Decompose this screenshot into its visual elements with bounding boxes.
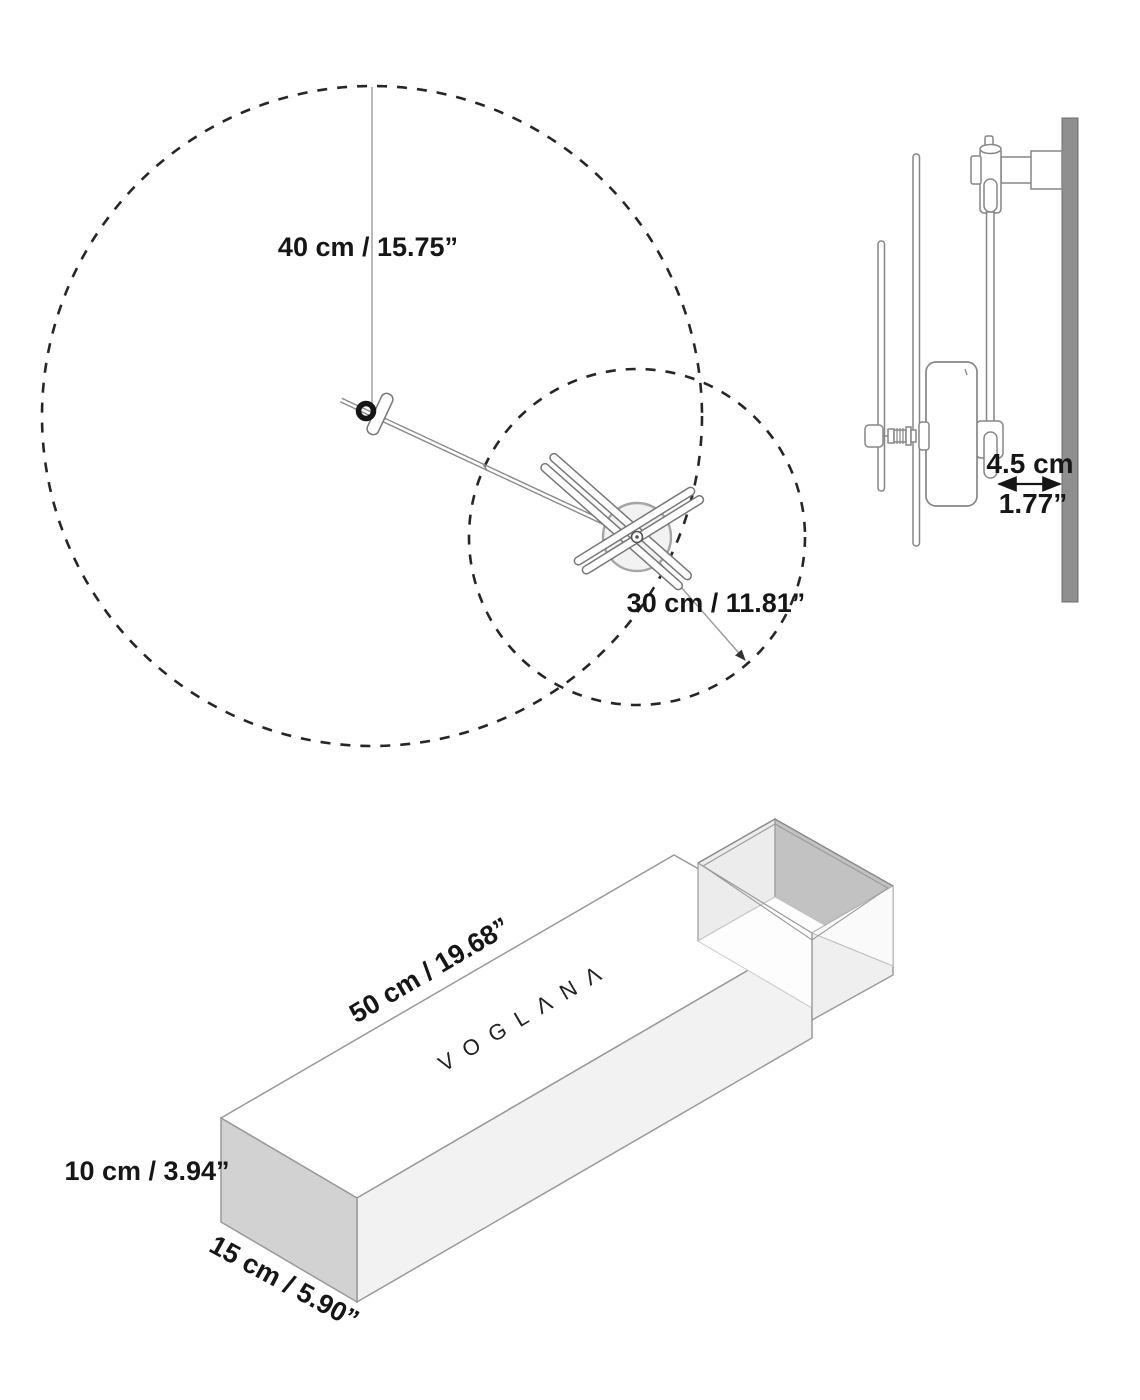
short-hand-edge [877,240,886,492]
depth-label-in: 1.77” [999,488,1068,519]
tray-outer-face-right-top [810,885,894,967]
mechanism-box [925,361,978,507]
wall [1061,117,1079,603]
large-sweep-circle [40,84,704,748]
hanger-rod [985,211,995,425]
tray-rim-front-edge [697,862,813,934]
depth-label-cm: 4.5 cm [986,448,1073,479]
packaging-box-view: 50 cm / 19.68” VOGLΛNΛ 10 cm / 3.94” 15 … [64,817,895,1335]
mechanism-mark [964,368,968,376]
box-tray [697,817,895,1022]
side-view-wall-mount: 4.5 cm 1.77” [864,117,1079,603]
small-sweep-circle [467,367,807,707]
mount-bracket [970,135,1063,214]
tray-rim-outer [697,818,894,887]
pointer-rod [339,397,639,541]
pivot-ring [355,400,377,422]
radius-small-label: 30 cm / 11.81” [627,588,806,618]
box-height-label: 10 cm / 3.94” [64,1156,229,1186]
radius-large-label: 40 cm / 15.75” [278,232,458,262]
box-end-face [220,1116,358,1304]
hand-shaft [864,421,930,451]
rod-clamp [975,420,1004,479]
front-view-clock-sweep: 40 cm / 15.75” 30 cm / 11.81” [40,84,807,748]
tray-rim-inner [701,823,890,941]
long-hand-edge [912,153,921,547]
clock-hands [540,452,705,591]
hub-center-dot [635,535,639,539]
